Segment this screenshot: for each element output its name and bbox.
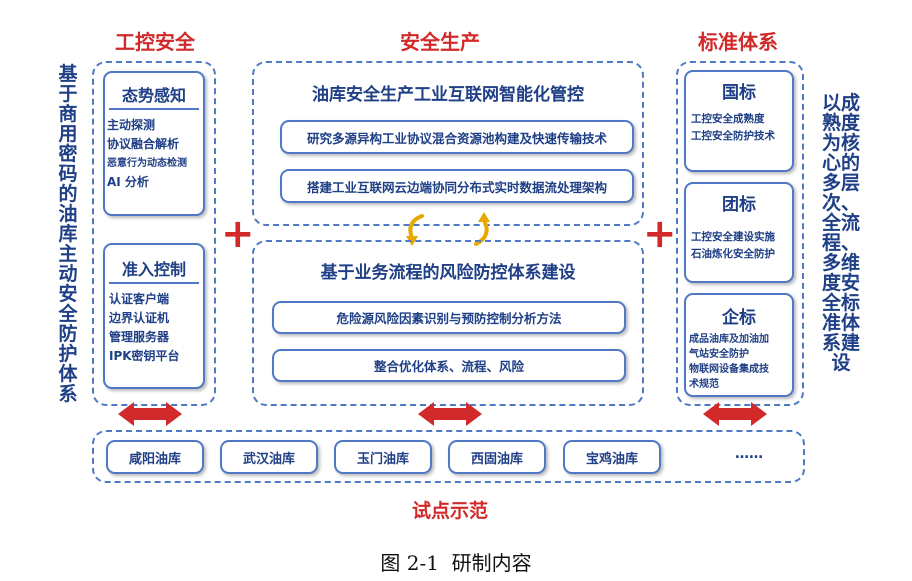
list-item: 管理服务器 <box>109 330 170 344</box>
pilot-site-label: 宝鸡油库 <box>585 451 638 467</box>
list-item: 边界认证机 <box>109 311 170 325</box>
list-item: 工控安全防护技术 <box>691 130 775 142</box>
item-label: 整合优化体系、流程、风险 <box>373 359 524 374</box>
enterprise-standard-box: 企标 成品油库及加油加 气站安全防护 物联网设备集成技 术规范 <box>684 293 794 397</box>
list-item: 认证客户端 <box>109 292 170 306</box>
list-item: 物联网设备集成技 <box>689 364 769 375</box>
list-item: 协议融合解析 <box>107 137 180 151</box>
right-column-group <box>676 61 804 406</box>
group-standard-box: 团标 工控安全建设实施 石油炼化安全防护 <box>684 182 794 283</box>
middle-top-title: 油库安全生产工业互联网智能化管控 <box>312 85 584 105</box>
plus-icon: + <box>221 211 255 257</box>
bottom-section-title: 试点示范 <box>411 500 488 522</box>
figure-caption: 图 2-1 研制内容 <box>380 551 532 575</box>
divider <box>109 108 199 110</box>
item-label: 搭建工业互联网云边端协同分布式实时数据流处理架构 <box>306 179 607 195</box>
middle-top-item-2: 搭建工业互联网云边端协同分布式实时数据流处理架构 <box>280 169 634 203</box>
left-column-group <box>92 61 216 406</box>
list-item: 主动探测 <box>107 118 156 132</box>
list-item: 石油炼化安全防护 <box>691 248 775 260</box>
list-item: IPK密钥平台 <box>109 349 180 363</box>
list-item: 恶意行为动态检测 <box>107 158 187 169</box>
pilot-site-label: 玉门油库 <box>356 451 409 467</box>
middle-bottom-item-1: 危险源风险因素识别与预防控制分析方法 <box>272 301 626 334</box>
pilot-sites-group <box>92 430 805 483</box>
national-standard-box: 国标 工控安全成熟度 工控安全防护技术 <box>684 70 794 172</box>
middle-top-group <box>252 61 644 226</box>
double-arrow-icon <box>703 402 767 426</box>
left-section-title: 工控安全 <box>115 30 195 54</box>
pilot-site-ellipsis: …… <box>735 446 763 462</box>
list-item: 成品油库及加油加 <box>689 334 769 345</box>
situation-awareness-box: 态势感知 主动探测 协议融合解析 恶意行为动态检测 AI 分析 <box>103 71 205 216</box>
list-item: 气站安全防护 <box>689 349 749 360</box>
right-vertical-label: 以成熟度为核心的多层次、全流程、多维度安全标准体系建设 <box>822 92 861 374</box>
double-arrow-icon <box>418 402 482 426</box>
item-label: 研究多源异构工业协议混合资源池构建及快速传输技术 <box>306 130 607 146</box>
middle-section-title: 安全生产 <box>400 30 480 54</box>
list-item: 工控安全成熟度 <box>691 113 765 125</box>
middle-bottom-group <box>252 240 644 406</box>
pilot-site-label: 武汉油库 <box>242 451 295 467</box>
list-item: 工控安全建设实施 <box>691 231 775 243</box>
list-item: AI 分析 <box>107 175 149 189</box>
situation-awareness-title: 态势感知 <box>121 86 186 105</box>
left-vertical-label: 基于商用密码的油库主动安全防护体系 <box>58 63 78 405</box>
pilot-site-baoji: 宝鸡油库 <box>563 440 661 474</box>
pilot-site-xigu: 西固油库 <box>448 440 546 474</box>
access-control-box: 准入控制 认证客户端 边界认证机 管理服务器 IPK密钥平台 <box>103 243 205 389</box>
pilot-site-xianyang: 咸阳油库 <box>106 440 204 474</box>
middle-top-item-1: 研究多源异构工业协议混合资源池构建及快速传输技术 <box>280 120 634 154</box>
national-standard-title: 国标 <box>722 83 756 103</box>
pilot-site-label: 西固油库 <box>470 451 523 467</box>
group-standard-title: 团标 <box>722 195 756 215</box>
double-arrow-icon <box>118 402 182 426</box>
plus-icon: + <box>643 211 677 257</box>
access-control-title: 准入控制 <box>121 260 186 279</box>
middle-bottom-title: 基于业务流程的风险防控体系建设 <box>320 263 576 283</box>
pilot-site-wuhan: 武汉油库 <box>220 440 318 474</box>
enterprise-standard-title: 企标 <box>722 308 756 328</box>
item-label: 危险源风险因素识别与预防控制分析方法 <box>336 311 562 326</box>
middle-bottom-item-2: 整合优化体系、流程、风险 <box>272 349 626 382</box>
divider <box>109 282 199 284</box>
list-item: 术规范 <box>689 379 719 390</box>
right-section-title: 标准体系 <box>698 30 778 54</box>
pilot-site-label: 咸阳油库 <box>128 451 181 467</box>
pilot-site-yumen: 玉门油库 <box>334 440 432 474</box>
